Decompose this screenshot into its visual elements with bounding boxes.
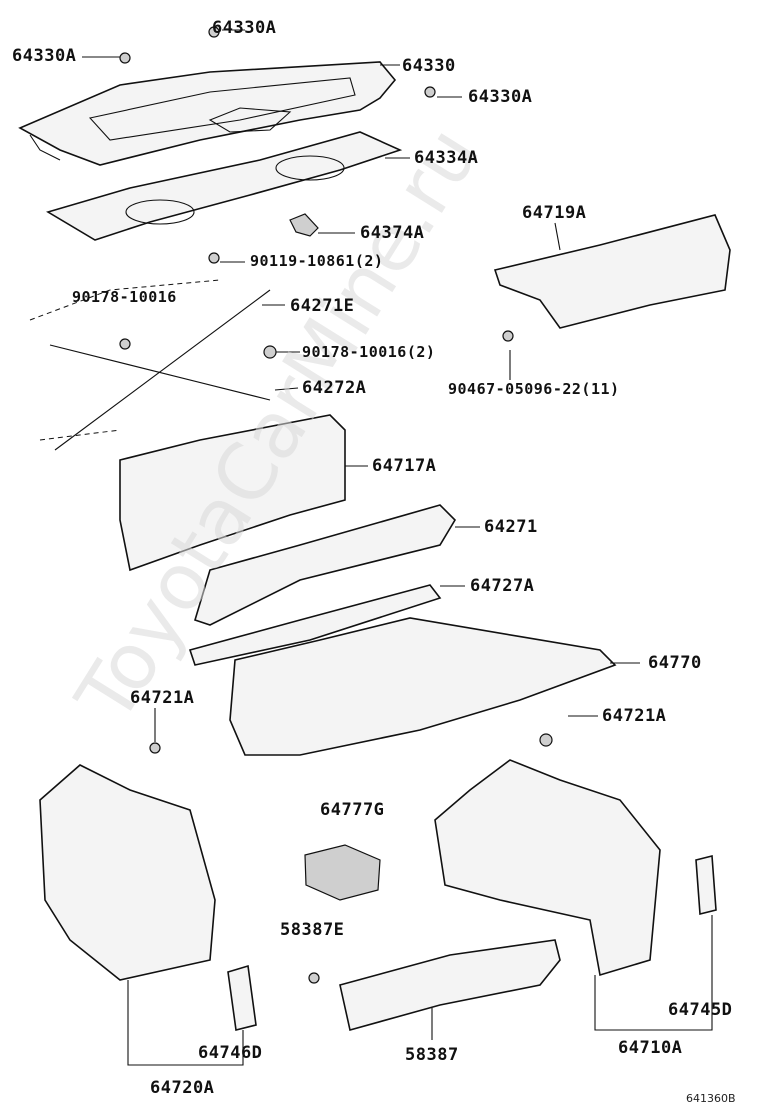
label-64721A-right: 64721A [602,706,667,726]
lid-trim [493,214,731,329]
label-64721A-left: 64721A [130,688,195,708]
label-64710A: 64710A [618,1038,683,1058]
figure-code: 641360B [686,1092,736,1105]
label-90178-10016-2: 90178-10016(2) [302,343,436,361]
label-64374A: 64374A [360,223,425,243]
bracket-64374A [289,213,319,237]
label-64720A: 64720A [150,1078,215,1098]
left-side-trim [39,764,216,981]
label-64330A-top: 64330A [212,18,277,38]
clips [119,26,553,984]
label-64719A: 64719A [522,203,587,223]
label-90119-10861: 90119-10861(2) [250,252,384,270]
upper-trim [194,504,457,626]
leader-lines [82,29,713,1066]
trunk-mat [229,617,617,756]
label-64330A-left: 64330A [12,46,77,66]
filler-64746D [227,964,257,1031]
label-64330: 64330 [402,56,456,76]
package-tray-trim [18,61,397,166]
label-64770: 64770 [648,653,702,673]
label-64727A: 64727A [470,576,535,596]
sill-plate [188,584,442,666]
label-64271E: 64271E [290,296,355,316]
label-90467-05096-22: 90467-05096-22(11) [448,380,620,398]
trunk-board [119,414,346,572]
label-58387E: 58387E [280,920,345,940]
label-90178-10016: 90178-10016 [72,288,177,306]
label-64717A: 64717A [372,456,437,476]
label-64272A: 64272A [302,378,367,398]
cross-braces [29,279,271,451]
right-side-trim [434,759,661,977]
rear-trim-58387 [339,939,561,1031]
label-64334A: 64334A [414,148,479,168]
label-64745D: 64745D [668,1000,733,1020]
label-64746D: 64746D [198,1043,263,1063]
tray-panel [46,131,403,241]
label-64271: 64271 [484,517,538,537]
filler-64745D [695,854,717,916]
label-64330A-right: 64330A [468,87,533,107]
block-64777G [304,844,381,901]
label-64777G: 64777G [320,800,385,820]
label-58387: 58387 [405,1045,459,1065]
